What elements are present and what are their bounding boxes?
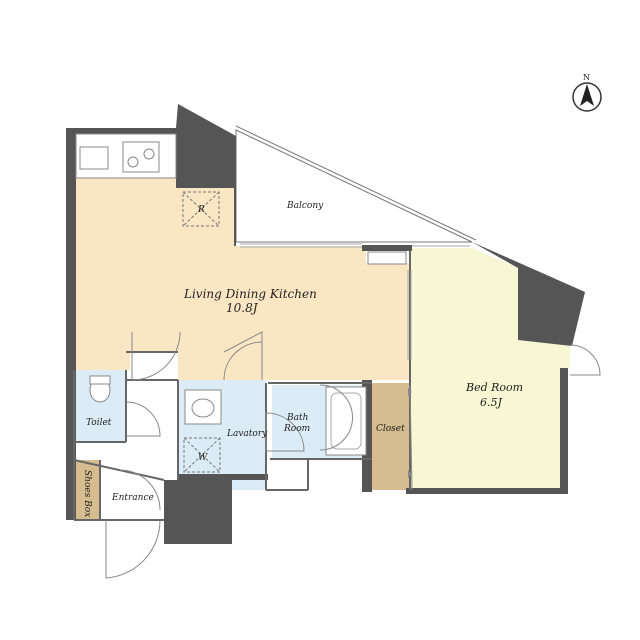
closet-floor [372, 383, 410, 490]
washer-space [183, 437, 221, 473]
windows [240, 243, 470, 360]
shoes-box-floor [74, 460, 100, 520]
lavatory-label: Lavatory [226, 429, 268, 439]
compass-label: N [583, 73, 590, 82]
bedroom-label: Bed Room [465, 381, 523, 394]
bedroom-size: 6.5J [480, 396, 502, 409]
balcony-label: Balcony [286, 201, 324, 211]
burner-right [143, 148, 155, 160]
shoes-box-label: Shoes Box [82, 470, 92, 517]
compass: N [572, 73, 602, 112]
toilet-label: Toilet [86, 418, 112, 428]
bath-label-line1: Bath [286, 413, 308, 423]
door-swings [105, 331, 601, 579]
sink [79, 146, 109, 170]
bedroom-floor [410, 248, 570, 490]
balcony-rail [235, 125, 477, 241]
washbasin [184, 389, 222, 425]
ldk-size: 10.8J [226, 301, 259, 315]
ldk-floor [74, 178, 410, 380]
refrigerator-space [182, 191, 220, 227]
ldk-cabinet [367, 251, 407, 265]
burner-left [127, 156, 139, 168]
bath-label-line2: Room [283, 424, 310, 434]
partitions [73, 250, 411, 521]
walls [66, 104, 585, 544]
closet-label: Closet [376, 424, 405, 434]
entrance-label: Entrance [111, 493, 154, 503]
refrigerator-mark: R [197, 205, 205, 215]
washer-mark: W [198, 453, 208, 463]
balcony-floor [235, 129, 473, 243]
north-arrow-icon [580, 84, 594, 106]
ldk-label: Living Dining Kitchen [183, 287, 317, 301]
